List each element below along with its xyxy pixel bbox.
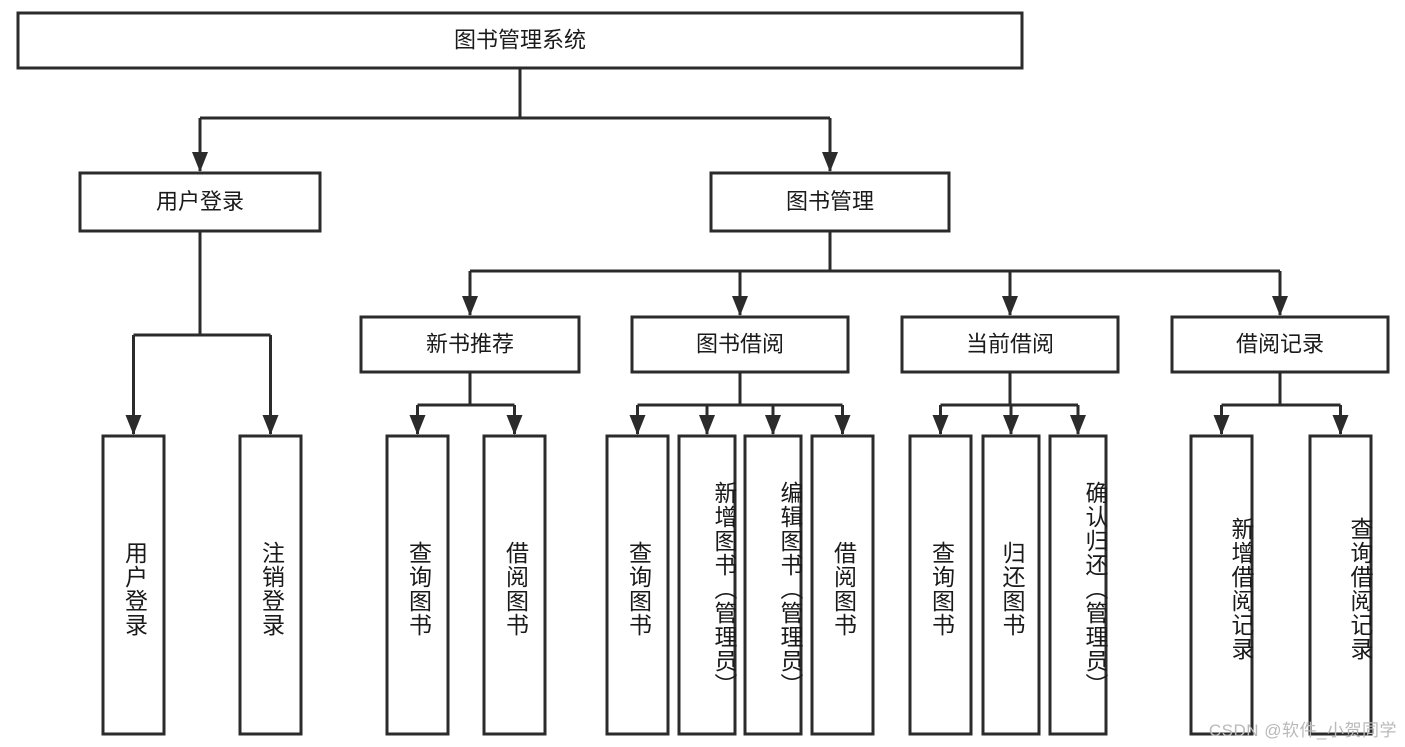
node-root-label: 图书管理系统 bbox=[454, 27, 586, 52]
arrow-head bbox=[462, 296, 478, 316]
node-leaf-10[interactable] bbox=[1048, 434, 1108, 736]
node-leaf-0-rect[interactable] bbox=[101, 434, 166, 736]
arrow-head bbox=[732, 296, 748, 316]
arrow-head bbox=[1213, 415, 1230, 435]
node-level2-0-rect[interactable] bbox=[78, 171, 322, 233]
node-level3-3-label: 借阅记录 bbox=[1236, 331, 1324, 356]
node-leaf-8-rect[interactable] bbox=[908, 434, 973, 736]
node-level2-1-label: 图书管理 bbox=[786, 189, 874, 214]
node-leaf-9-rect[interactable] bbox=[981, 434, 1041, 736]
node-leaf-6-rect[interactable] bbox=[743, 434, 803, 736]
node-leaf-5[interactable] bbox=[677, 434, 737, 736]
node-root[interactable] bbox=[16, 11, 1024, 70]
node-level2-1[interactable] bbox=[709, 171, 951, 233]
node-level3-3-rect[interactable] bbox=[1170, 315, 1390, 374]
node-leaf-3[interactable] bbox=[482, 434, 547, 736]
arrow-head bbox=[629, 415, 646, 435]
node-leaf-0[interactable] bbox=[101, 434, 166, 736]
node-leaf-3-rect[interactable] bbox=[482, 434, 547, 736]
node-level3-0-rect[interactable] bbox=[359, 315, 581, 374]
arrow-head bbox=[1332, 415, 1349, 435]
node-boxes bbox=[16, 11, 1390, 736]
watermark: CSDN @软件_小贺同学 bbox=[1208, 721, 1397, 740]
arrow-head bbox=[1002, 296, 1018, 316]
node-level3-2-rect[interactable] bbox=[900, 315, 1120, 374]
node-leaf-8[interactable] bbox=[908, 434, 973, 736]
node-level3-0[interactable] bbox=[359, 315, 581, 374]
arrow-head bbox=[1003, 415, 1019, 435]
node-leaf-6[interactable] bbox=[743, 434, 803, 736]
node-level3-1-label: 图书借阅 bbox=[696, 331, 784, 356]
node-leaf-7[interactable] bbox=[810, 434, 875, 736]
arrow-head bbox=[125, 415, 142, 435]
connector-edges bbox=[125, 68, 1349, 435]
node-level2-1-rect[interactable] bbox=[709, 171, 951, 233]
node-leaf-1[interactable] bbox=[238, 434, 303, 736]
node-leaf-2-rect[interactable] bbox=[385, 434, 450, 736]
node-leaf-9[interactable] bbox=[981, 434, 1041, 736]
node-level3-1[interactable] bbox=[630, 315, 850, 374]
node-leaf-11-rect[interactable] bbox=[1189, 434, 1254, 736]
node-leaf-12[interactable] bbox=[1308, 434, 1373, 736]
node-level3-0-label: 新书推荐 bbox=[426, 331, 514, 356]
node-leaf-5-rect[interactable] bbox=[677, 434, 737, 736]
arrow-head bbox=[1272, 296, 1288, 316]
node-leaf-2[interactable] bbox=[385, 434, 450, 736]
arrow-head bbox=[932, 415, 949, 435]
node-level2-0[interactable] bbox=[78, 171, 322, 233]
node-leaf-11[interactable] bbox=[1189, 434, 1254, 736]
node-root-rect[interactable] bbox=[16, 11, 1024, 70]
arrow-head bbox=[409, 415, 426, 435]
arrow-head bbox=[262, 415, 279, 435]
node-leaf-1-rect[interactable] bbox=[238, 434, 303, 736]
arrow-head bbox=[1070, 415, 1086, 435]
arrow-head bbox=[765, 415, 781, 435]
arrow-head bbox=[699, 415, 715, 435]
node-level2-0-label: 用户登录 bbox=[156, 189, 244, 214]
node-level3-3[interactable] bbox=[1170, 315, 1390, 374]
node-level3-2[interactable] bbox=[900, 315, 1120, 374]
node-level3-2-label: 当前借阅 bbox=[966, 331, 1054, 356]
arrow-head bbox=[506, 415, 523, 435]
arrow-head bbox=[822, 152, 838, 172]
node-leaf-4[interactable] bbox=[605, 434, 670, 736]
node-leaf-7-rect[interactable] bbox=[810, 434, 875, 736]
arrow-head bbox=[834, 415, 851, 435]
node-level3-1-rect[interactable] bbox=[630, 315, 850, 374]
arrow-head bbox=[192, 152, 208, 172]
node-leaf-4-rect[interactable] bbox=[605, 434, 670, 736]
node-leaf-10-rect[interactable] bbox=[1048, 434, 1108, 736]
node-leaf-12-rect[interactable] bbox=[1308, 434, 1373, 736]
